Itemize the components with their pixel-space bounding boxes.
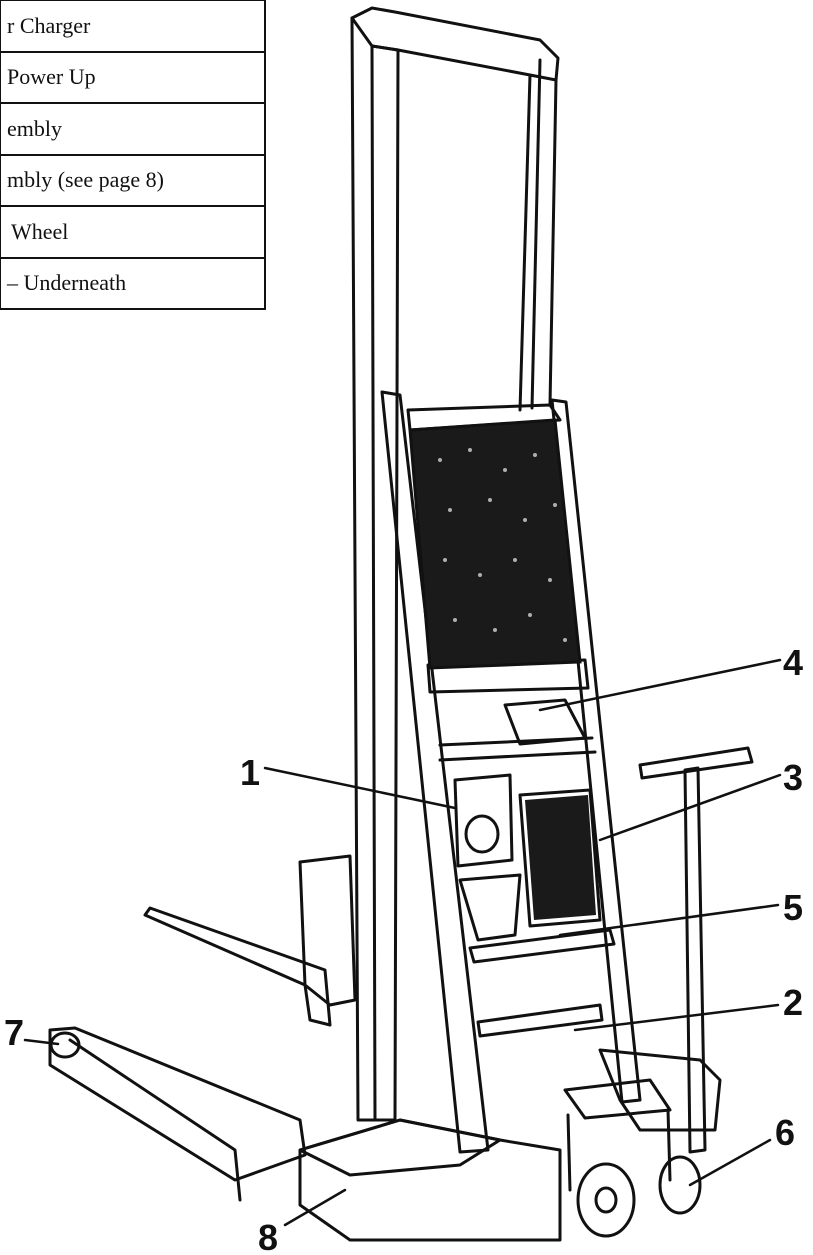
caster-wheel: [658, 1155, 702, 1215]
legend-row: embly: [0, 102, 266, 156]
crossbar-4: [476, 1003, 604, 1038]
mesh-highlights: [438, 448, 567, 642]
drive-wheel-hub: [594, 1186, 618, 1214]
leader-4: [538, 658, 782, 712]
legend-row: r Charger: [0, 0, 266, 53]
legend-cell: embly: [0, 102, 266, 156]
inner-mast-frame: [380, 390, 490, 1154]
legend-row: Power Up: [0, 50, 266, 104]
base-plate-top: [298, 1118, 502, 1177]
leader-5: [558, 903, 780, 937]
leader-1: [263, 766, 457, 810]
mesh-guard: [408, 418, 582, 670]
fork-roller: [49, 1031, 81, 1059]
lower-fork-detail: [68, 1038, 242, 1202]
lower-fork-left: [48, 1026, 307, 1182]
carriage-top: [406, 403, 562, 432]
drive-wheel: [576, 1162, 636, 1238]
foot-pedal: [563, 1078, 672, 1120]
legend-row: Wheel: [0, 205, 266, 259]
motor-disk: [464, 814, 500, 854]
mast-right-upright: [518, 58, 558, 412]
legend-cell: mbly (see page 8): [0, 153, 266, 207]
legend-text: r Charger: [7, 12, 91, 38]
callout-4: 4: [783, 642, 803, 683]
leader-6: [688, 1138, 772, 1187]
fork-carriage: [298, 854, 357, 1007]
mast-left-upright-inner: [370, 44, 377, 1122]
battery-fill: [525, 795, 596, 920]
legend-text: Power Up: [7, 64, 96, 90]
legend-text: mbly (see page 8): [7, 167, 164, 193]
legend-text: embly: [7, 115, 62, 141]
legend-text: – Underneath: [7, 270, 127, 296]
callout-3: 3: [783, 757, 803, 798]
leader-3: [598, 773, 782, 842]
handle-bar: [638, 746, 754, 780]
motor-cup: [458, 873, 522, 942]
callout-2: 2: [783, 982, 803, 1023]
legend-cell: Power Up: [0, 50, 266, 104]
callout-6: 6: [775, 1112, 795, 1153]
charger-box: [503, 698, 587, 746]
battery: [518, 788, 602, 928]
drive-housing: [598, 1048, 722, 1132]
motor-drum: [453, 773, 514, 868]
callout-8: 8: [258, 1217, 278, 1255]
mast-top-crossbar: [350, 6, 560, 82]
callout-7: 7: [4, 1012, 24, 1053]
leader-8: [283, 1188, 347, 1227]
leader-7: [23, 1038, 60, 1046]
parts-legend-table: r Charger Power Up embly mbly (see page …: [0, 0, 266, 310]
crossbar-3: [468, 928, 616, 964]
legend-text: Wheel: [11, 218, 69, 244]
pedal-support: [566, 1108, 672, 1192]
handle-shaft: [683, 766, 707, 1154]
legend-cell: – Underneath: [0, 256, 266, 310]
legend-row: mbly (see page 8): [0, 153, 266, 207]
inner-mast-right: [550, 398, 642, 1104]
legend-cell: r Charger: [0, 0, 266, 53]
callout-5: 5: [783, 887, 803, 928]
legend-cell: Wheel: [0, 205, 266, 259]
callout-1: 1: [240, 752, 260, 793]
leader-2: [573, 1003, 780, 1032]
legend-row: – Underneath: [0, 256, 266, 310]
